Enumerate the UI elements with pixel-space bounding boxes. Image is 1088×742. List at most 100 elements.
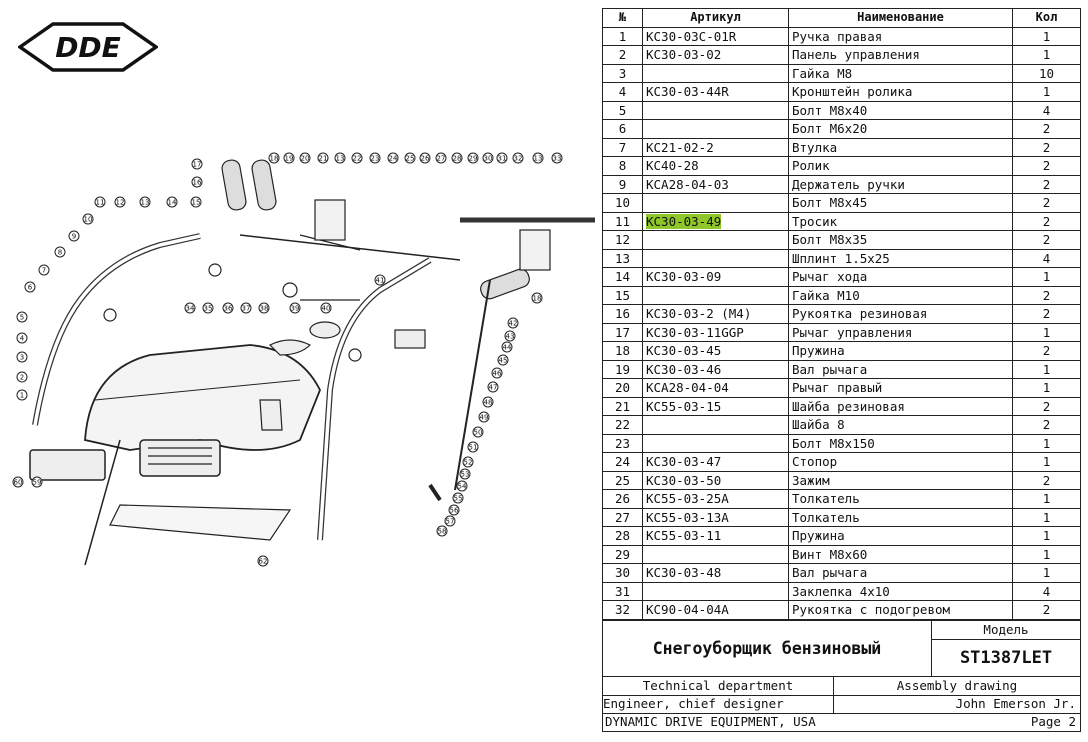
article-cell <box>642 119 789 139</box>
department: Technical department <box>603 677 834 695</box>
svg-text:21: 21 <box>319 155 328 163</box>
svg-text:44: 44 <box>503 344 512 352</box>
part-number-cell: 10 <box>602 193 643 213</box>
name-cell: Вал рычага <box>788 359 1013 379</box>
article-cell <box>642 100 789 120</box>
quantity-cell: 1 <box>1012 378 1081 398</box>
quantity-cell: 2 <box>1012 174 1081 194</box>
svg-text:32: 32 <box>514 155 523 163</box>
article-cell: KC55-03-11 <box>642 526 789 546</box>
svg-text:34: 34 <box>186 305 195 313</box>
part-number-cell: 18 <box>602 341 643 361</box>
svg-text:13: 13 <box>336 155 345 163</box>
article-cell: KC55-03-13A <box>642 507 789 527</box>
svg-text:40: 40 <box>322 305 331 313</box>
quantity-cell: 2 <box>1012 304 1081 324</box>
name-cell: Рычаг управления <box>788 322 1013 342</box>
part-number-cell: 7 <box>602 137 643 157</box>
quantity-cell: 2 <box>1012 156 1081 176</box>
exploded-view-area: DDE <box>12 22 595 567</box>
name-cell: Винт М8х60 <box>788 544 1013 564</box>
part-number-cell: 6 <box>602 119 643 139</box>
part-number-cell: 11 <box>602 211 643 231</box>
svg-text:46: 46 <box>493 370 502 378</box>
quantity-cell: 1 <box>1012 82 1081 102</box>
name-cell: Шплинт 1.5х25 <box>788 248 1013 268</box>
name-cell: Вал рычага <box>788 563 1013 583</box>
svg-text:59: 59 <box>33 479 42 487</box>
company-name: DYNAMIC DRIVE EQUIPMENT, USA <box>605 714 816 729</box>
article-cell: KCA28-04-04 <box>642 378 789 398</box>
svg-text:DDE: DDE <box>55 31 121 64</box>
article-cell: KC30-03-45 <box>642 341 789 361</box>
article-cell: KC55-03-25A <box>642 489 789 509</box>
part-number-cell: 22 <box>602 415 643 435</box>
col-header-qty: Кол <box>1012 8 1081 28</box>
article-cell: KC30-03-02 <box>642 45 789 65</box>
article-cell <box>642 581 789 601</box>
svg-text:43: 43 <box>506 333 515 341</box>
part-number-cell: 32 <box>602 600 643 620</box>
part-number-cell: 29 <box>602 544 643 564</box>
svg-text:20: 20 <box>301 155 310 163</box>
name-cell: Толкатель <box>788 489 1013 509</box>
svg-text:15: 15 <box>192 199 201 207</box>
svg-text:29: 29 <box>469 155 478 163</box>
article-cell: KC55-03-15 <box>642 396 789 416</box>
article-cell <box>642 230 789 250</box>
svg-text:14: 14 <box>168 199 177 207</box>
part-number-cell: 3 <box>602 63 643 83</box>
part-number-cell: 26 <box>602 489 643 509</box>
part-number-cell: 31 <box>602 581 643 601</box>
svg-text:8: 8 <box>58 249 62 257</box>
name-cell: Шайба 8 <box>788 415 1013 435</box>
part-number-cell: 15 <box>602 285 643 305</box>
part-number-cell: 23 <box>602 433 643 453</box>
article-cell <box>642 544 789 564</box>
svg-text:36: 36 <box>224 305 233 313</box>
svg-text:13: 13 <box>141 199 150 207</box>
part-number-cell: 19 <box>602 359 643 379</box>
article-cell: KC30-03-47 <box>642 452 789 472</box>
part-number-cell: 8 <box>602 156 643 176</box>
part-number-cell: 2 <box>602 45 643 65</box>
quantity-cell: 1 <box>1012 322 1081 342</box>
part-number-cell: 14 <box>602 267 643 287</box>
svg-text:51: 51 <box>469 444 478 452</box>
quantity-cell: 2 <box>1012 285 1081 305</box>
svg-text:12: 12 <box>116 199 125 207</box>
svg-text:16: 16 <box>193 179 202 187</box>
name-cell: Толкатель <box>788 507 1013 527</box>
name-cell: Стопор <box>788 452 1013 472</box>
part-number-cell: 16 <box>602 304 643 324</box>
article-cell: KC30-03-44R <box>642 82 789 102</box>
svg-text:58: 58 <box>438 528 447 536</box>
name-cell: Болт М6х20 <box>788 119 1013 139</box>
exploded-parts-diagram: 1 2 3 4 5 6 7 8 9 10 11 12 13 14 15 16 1… <box>12 152 595 567</box>
svg-text:22: 22 <box>353 155 362 163</box>
svg-text:6: 6 <box>28 284 33 292</box>
name-cell: Болт М8х35 <box>788 230 1013 250</box>
quantity-cell: 2 <box>1012 396 1081 416</box>
part-number-cell: 25 <box>602 470 643 490</box>
svg-text:57: 57 <box>446 518 455 526</box>
part-number-cell: 9 <box>602 174 643 194</box>
svg-text:18: 18 <box>270 155 279 163</box>
part-number-cell: 30 <box>602 563 643 583</box>
svg-text:54: 54 <box>458 483 467 491</box>
